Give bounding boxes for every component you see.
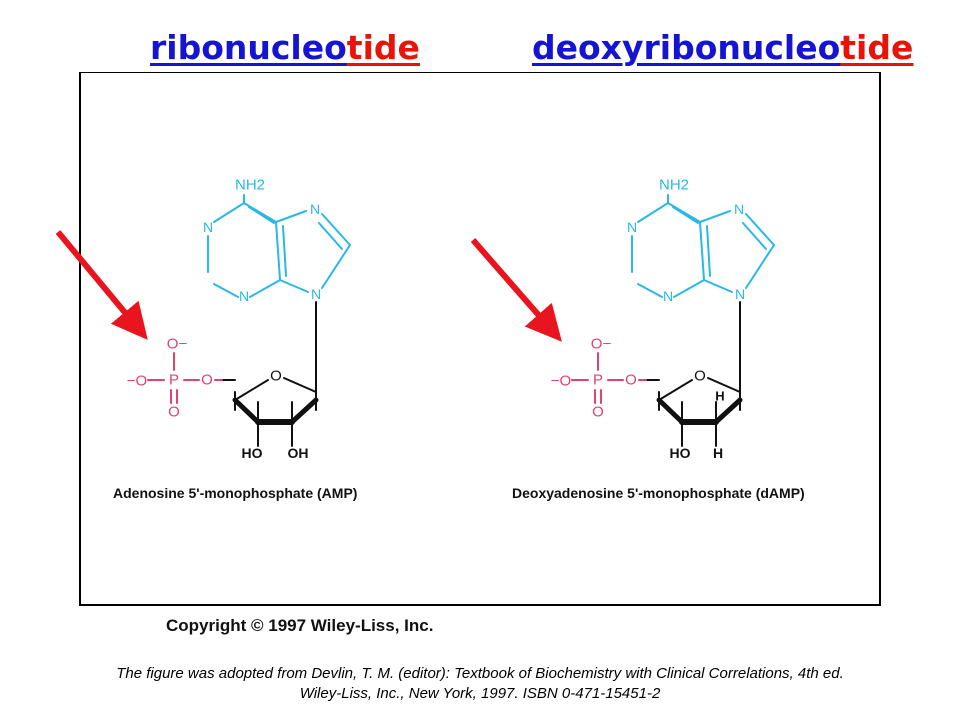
- bond-ring-double: [248, 206, 275, 224]
- bond-ring: [703, 279, 733, 293]
- phosphate-oxygen-label: O: [201, 372, 213, 389]
- bond-ring: [279, 279, 309, 293]
- bond-ring: [213, 283, 239, 298]
- molecule-name: Deoxyadenosine 5'-monophosphate (dAMP): [512, 485, 805, 501]
- ring-nitrogen-label: N: [203, 219, 213, 235]
- ring-nitrogen-label: N: [627, 219, 637, 235]
- phosphate-oxygen-label: O: [168, 404, 180, 421]
- bond-ring-double: [742, 222, 767, 250]
- ring-nitrogen-label: N: [735, 286, 745, 302]
- ring-nitrogen-label: N: [311, 286, 321, 302]
- phosphate-oxygen-label: O: [625, 372, 637, 389]
- heading-segment: ribonucleo: [150, 28, 347, 67]
- bond-ring: [667, 202, 701, 223]
- amine-label: NH2: [659, 177, 689, 194]
- bond-ring: [249, 279, 281, 298]
- bond-sugar: [658, 379, 693, 401]
- heading-deoxyribonucleotide: deoxyribonucleotide: [532, 26, 913, 70]
- bond-ring: [637, 283, 663, 298]
- bond-ring: [745, 213, 775, 246]
- citation-line-2: Wiley-Liss, Inc., New York, 1997. ISBN 0…: [299, 685, 661, 702]
- ring-oxygen-label: O: [694, 368, 706, 385]
- bond-ring: [673, 279, 705, 298]
- bond-sugar-wedge: [656, 397, 685, 425]
- bond-sugar: [234, 379, 269, 401]
- bond-ring: [321, 213, 351, 246]
- arrow-to-amp-phosphate: [55, 230, 148, 340]
- amine-label: NH2: [235, 177, 265, 194]
- heading-segment: tide: [840, 28, 914, 67]
- phosphorus-label: P: [169, 372, 179, 389]
- bond-sugar: [707, 377, 741, 393]
- ring-nitrogen-label: N: [734, 201, 744, 217]
- phosphate-oxygen-label: O−: [591, 336, 612, 353]
- phosphate-oxygen-label: −O: [127, 373, 147, 390]
- bond-ring: [699, 221, 705, 281]
- hydroxyl-label: HO: [242, 445, 263, 461]
- ring-hydrogen-label: H: [715, 389, 724, 404]
- bond-ring: [699, 210, 731, 223]
- ring-oxygen-label: O: [270, 368, 282, 385]
- bond-ring: [321, 244, 351, 289]
- bond-sugar: [283, 377, 317, 393]
- phosphorus-label: P: [593, 372, 603, 389]
- heading-segment: deoxy: [532, 28, 644, 67]
- bond-ring: [275, 210, 307, 223]
- bond-sugar-wedge: [289, 397, 319, 425]
- citation-line-1: The figure was adopted from Devlin, T. M…: [116, 665, 844, 682]
- bond-ring: [745, 244, 775, 289]
- arrow-to-damp-phosphate: [470, 238, 562, 342]
- heading-segment: tide: [346, 28, 420, 67]
- heading-segment: ribonucleo: [643, 28, 841, 67]
- phosphate-oxygen-label: O: [592, 404, 604, 421]
- bond-ring: [637, 202, 669, 223]
- hydroxyl-label: HO: [670, 445, 691, 461]
- molecule-name: Adenosine 5'-monophosphate (AMP): [113, 485, 357, 501]
- ring-nitrogen-label: N: [663, 288, 673, 304]
- copyright-notice: Copyright © 1997 Wiley-Liss, Inc.: [166, 616, 434, 635]
- bond-sugar-wedge: [713, 397, 743, 425]
- phosphate-oxygen-label: −O: [551, 373, 571, 390]
- heading-ribonucleotide: ribonucleotide: [150, 26, 420, 70]
- ring-nitrogen-label: N: [310, 201, 320, 217]
- bond-ring-double: [672, 206, 699, 224]
- bond-ring-double: [282, 225, 287, 277]
- phosphate-oxygen-label: O−: [167, 336, 188, 353]
- hydroxyl-label: OH: [288, 445, 309, 461]
- figure-frame: [79, 72, 881, 606]
- bond-sugar-wedge: [232, 397, 261, 425]
- bond-ring-double: [706, 225, 711, 277]
- bond-ring: [243, 202, 277, 223]
- hydrogen-label: H: [713, 445, 723, 461]
- source-citation: The figure was adopted from Devlin, T. M…: [0, 664, 960, 704]
- ring-nitrogen-label: N: [239, 288, 249, 304]
- bond-ring: [275, 221, 281, 281]
- bond-ring: [213, 202, 245, 223]
- bond-ring-double: [318, 222, 343, 250]
